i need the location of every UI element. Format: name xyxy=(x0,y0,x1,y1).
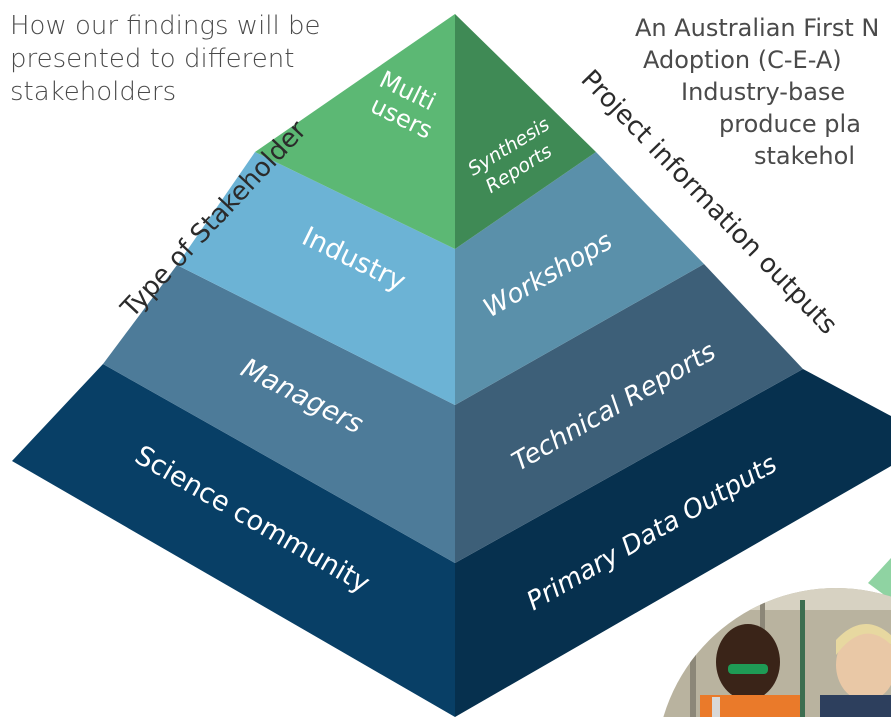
right-text-line-5: stakehol xyxy=(754,142,855,170)
right-text-line-4: produce pla xyxy=(719,110,861,138)
tier-4-right-face xyxy=(455,369,891,717)
tier-4-left-face xyxy=(12,364,455,717)
intro-text: How our findings will be presented to di… xyxy=(10,11,321,107)
tier-3-right-face xyxy=(455,264,803,563)
right-text-line-2: Adoption (C-E-A) xyxy=(643,46,842,74)
tier-2-right-face xyxy=(455,152,704,405)
right-text-line-1: An Australian First N xyxy=(635,14,880,42)
team-photo xyxy=(656,588,891,717)
tier-2-left-face xyxy=(177,152,455,405)
right-text-line-3: Industry-base xyxy=(681,78,846,106)
tier-1-left-face xyxy=(255,14,455,249)
tier-1-right-face xyxy=(455,14,596,249)
tier-3-left-face xyxy=(103,265,455,563)
green-accent-shape xyxy=(868,558,891,600)
